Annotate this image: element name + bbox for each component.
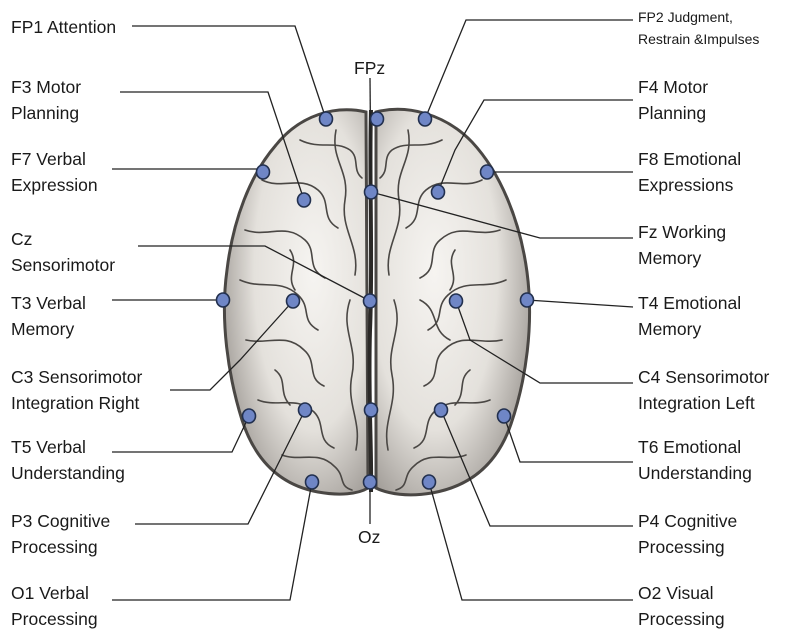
leader-line-t6 [504,416,633,462]
electrode-c4 [450,294,463,308]
electrode-t6 [498,409,511,423]
label-fp1: FP1 Attention [11,14,116,40]
electrode-o1 [306,475,319,489]
label-p4: P4 CognitiveProcessing [638,508,737,560]
label-t4: T4 EmotionalMemory [638,290,741,342]
electrode-t4 [521,293,534,307]
leader-line-o1 [112,482,312,600]
label-fpz: FPz [354,55,385,81]
label-t3: T3 VerbalMemory [11,290,86,342]
label-fz: Fz WorkingMemory [638,219,726,271]
label-f7: F7 VerbalExpression [11,146,98,198]
electrode-f3 [298,193,311,207]
electrode-c3 [287,294,300,308]
label-t6: T6 EmotionalUnderstanding [638,434,752,486]
electrode-f8 [481,165,494,179]
electrode-cz [364,294,377,308]
leader-line-t4 [527,300,633,307]
label-f3: F3 MotorPlanning [11,74,81,126]
leader-line-fp2 [425,20,633,119]
label-f4: F4 MotorPlanning [638,74,708,126]
label-p3: P3 CognitiveProcessing [11,508,110,560]
electrode-t5 [243,409,256,423]
leader-line-o2 [429,482,633,600]
electrode-pz [365,403,378,417]
electrode-o2 [423,475,436,489]
electrode-t3 [217,293,230,307]
label-oz: Oz [358,524,380,550]
label-o1: O1 VerbalProcessing [11,580,98,632]
leader-line-fp1 [132,26,326,119]
electrode-fp1 [320,112,333,126]
electrode-oz [364,475,377,489]
label-fp2: FP2 Judgment,Restrain &Impulses [638,6,759,50]
electrode-f7 [257,165,270,179]
electrode-p4 [435,403,448,417]
electrode-fpz [371,112,384,126]
label-c4: C4 SensorimotorIntegration Left [638,364,769,416]
label-cz: CzSensorimotor [11,226,115,278]
label-c3: C3 SensorimotorIntegration Right [11,364,142,416]
electrode-fp2 [419,112,432,126]
electrode-p3 [299,403,312,417]
label-f8: F8 EmotionalExpressions [638,146,741,198]
label-o2: O2 VisualProcessing [638,580,725,632]
electrode-fz [365,185,378,199]
leader-line-t5 [112,416,249,452]
label-t5: T5 VerbalUnderstanding [11,434,125,486]
electrode-f4 [432,185,445,199]
